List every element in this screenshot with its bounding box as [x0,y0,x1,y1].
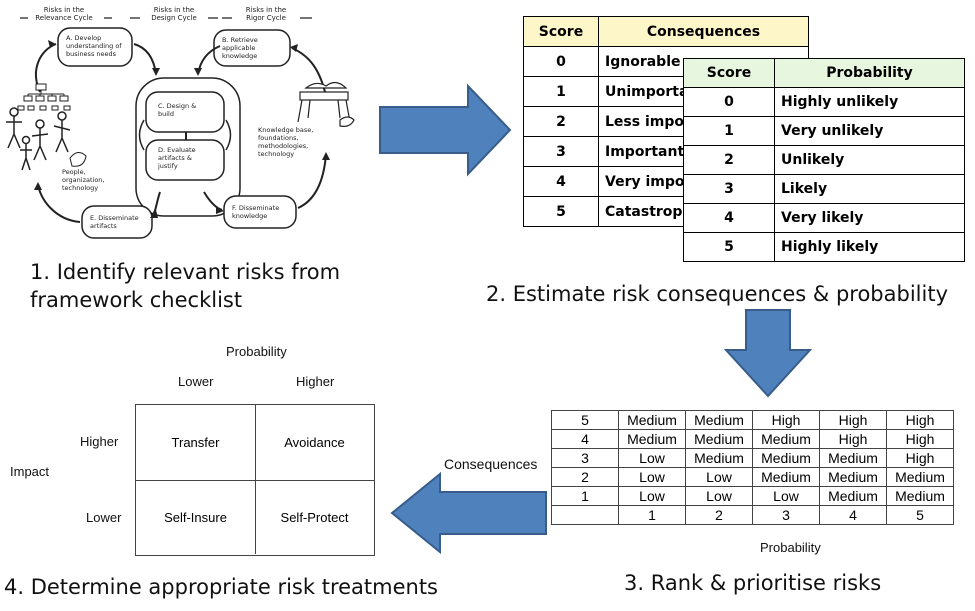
rank-cell: Medium [752,448,820,468]
probability-score: 0 [683,87,775,117]
step1-caption: 1. Identify relevant risks from framewor… [30,260,341,312]
rank-cell: 5 [886,505,954,525]
rank-cell: High [819,429,887,449]
rank-cell [551,505,619,525]
rank-cell: Low [618,486,686,506]
treatment-avoidance: Avoidance [255,405,374,481]
rank-cell: Medium [752,467,820,487]
rank-cell: 2 [551,467,619,487]
step3-caption: 3. Rank & prioritise risks [624,571,882,595]
probability-label: Very unlikely [774,116,965,146]
probability-label: Very likely [774,203,965,233]
treatment-y-higher: Higher [80,434,119,449]
consequences-header-score: Score [523,16,599,47]
rank-cell: Low [752,486,820,506]
probability-score: 4 [683,203,775,233]
arrow-right-icon [379,83,512,177]
rank-cell: 1 [618,505,686,525]
consequence-score: 3 [523,136,599,167]
consequence-score: 0 [523,46,599,77]
rank-cell: Medium [618,429,686,449]
rank-cell: Medium [685,448,753,468]
arrow-down-icon [723,309,813,398]
rank-row: 1 2 3 4 5 [551,505,954,525]
rank-cell: Low [685,467,753,487]
probability-label: Unlikely [774,145,965,175]
rank-row: 3 Low Medium Medium Medium High [551,448,954,468]
rank-cell: Medium [819,467,887,487]
rank-cell: Medium [685,410,753,430]
knowledge-base-label: Knowledge base,foundations,methodologies… [258,126,313,158]
treatment-grid: Transfer Avoidance Self-Insure Self-Prot… [135,404,375,556]
rank-row: 2 Low Low Medium Medium Medium [551,467,954,487]
probability-label: Likely [774,174,965,204]
rank-cell: High [886,448,954,468]
treatment-y-lower: Lower [86,510,122,525]
treatment-self-protect: Self-Protect [280,509,349,525]
rank-cell: 3 [551,448,619,468]
probability-label: Highly likely [774,232,965,262]
probability-score: 3 [683,174,775,204]
arrow-left-icon [390,471,547,555]
consequence-score: 2 [523,106,599,137]
rank-cell: 4 [551,429,619,449]
treatment-transfer: Transfer [136,405,256,481]
probability-label: Highly unlikely [774,87,965,117]
treatment-x-lower: Lower [178,374,214,389]
rank-row: 5 Medium Medium High High High [551,410,954,430]
rank-cell: Medium [886,486,954,506]
rank-cell: Medium [819,486,887,506]
rank-cell: 2 [685,505,753,525]
consequence-score: 1 [523,76,599,107]
rank-cell: 5 [551,410,619,430]
rank-x-label: Probability [760,540,821,555]
rank-cell: 4 [819,505,887,525]
box-c: C. Design &build [158,102,196,118]
consequence-score: 5 [523,196,599,227]
rank-cell: Medium [752,429,820,449]
probability-header-label: Probability [774,58,965,88]
rank-cell: 1 [551,486,619,506]
rank-cell: Low [618,467,686,487]
treatment-x-title: Probability [226,344,287,359]
rank-cell: High [886,429,954,449]
consequence-score: 4 [523,166,599,197]
probability-score: 1 [683,116,775,146]
rank-cell: Low [618,448,686,468]
probability-header-score: Score [683,58,775,88]
people-label: People,organization,technology [62,168,104,192]
rank-cell: High [819,410,887,430]
rank-cell: Medium [618,410,686,430]
rank-cell: High [752,410,820,430]
rank-cell: Medium [819,448,887,468]
risk-rank-matrix: 5 Medium Medium High High High 4 Medium … [551,410,954,525]
rank-row: 4 Medium Medium Medium High High [551,429,954,449]
step2-caption: 2. Estimate risk consequences & probabil… [486,282,948,306]
treatment-self-insure: Self-Insure [136,480,256,554]
rank-y-label: Consequences [444,456,538,472]
step4-caption: 4. Determine appropriate risk treatments [4,575,438,599]
rank-row: 1 Low Low Low Medium Medium [551,486,954,506]
treatment-x-higher: Higher [296,374,335,389]
rank-cell: High [886,410,954,430]
rank-cell: Medium [886,467,954,487]
consequences-header-label: Consequences [598,16,809,47]
treatment-y-title: Impact [10,464,50,479]
rank-cell: Low [685,486,753,506]
rank-cell: Medium [685,429,753,449]
probability-score: 2 [683,145,775,175]
probability-score: 5 [683,232,775,262]
rank-cell: 3 [752,505,820,525]
